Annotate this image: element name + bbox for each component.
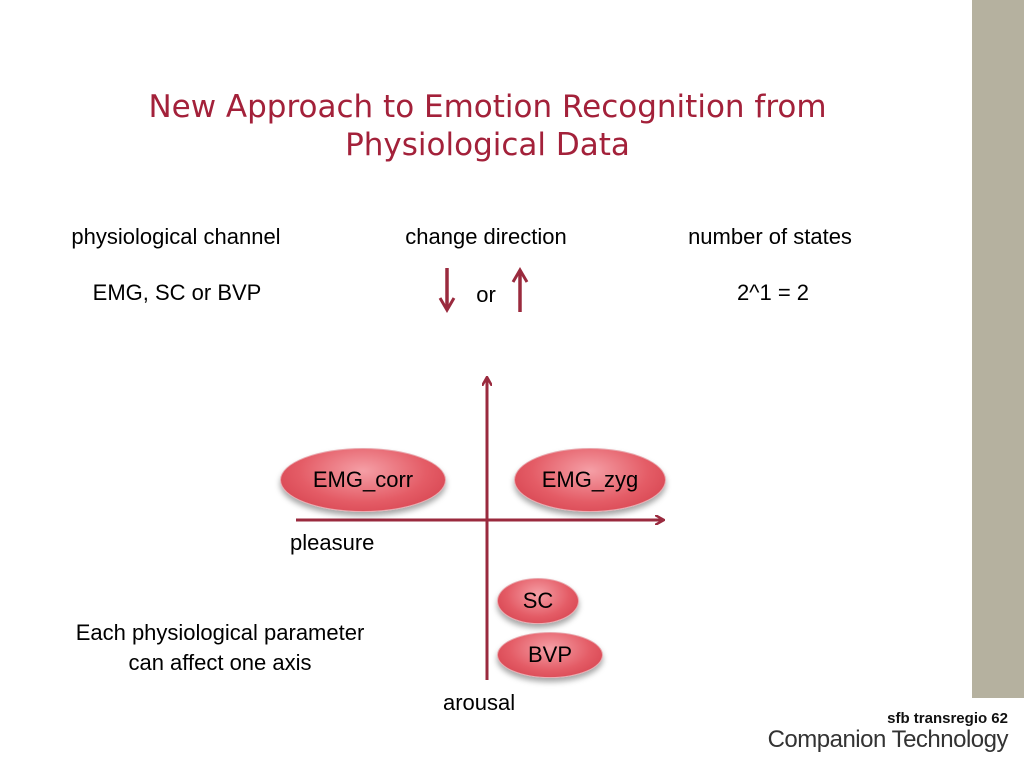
caption-line-1: Each physiological parameter [75, 620, 365, 645]
caption: Each physiological parameter can affect … [40, 618, 400, 678]
slide-title: New Approach to Emotion Recognition from… [90, 88, 885, 164]
header-physiological-channel: physiological channel [71, 224, 281, 249]
up-arrow-icon [511, 267, 529, 312]
brand-sfb: sfb transregio 62 [887, 710, 1008, 727]
node-sc: SC [497, 578, 579, 624]
title-line-1: New Approach to Emotion Recognition from [148, 89, 827, 125]
header-number-of-states: number of states [688, 224, 852, 249]
side-bar [972, 0, 1024, 698]
y-axis-label: arousal [443, 690, 516, 715]
header-change-direction: change direction [405, 224, 567, 249]
node-emg-corr: EMG_corr [280, 448, 446, 512]
down-arrow-icon [438, 268, 456, 313]
states-value: 2^1 = 2 [736, 280, 810, 305]
channel-value: EMG, SC or BVP [92, 280, 262, 305]
title-line-2: Physiological Data [345, 127, 630, 163]
direction-connector: or [476, 282, 496, 307]
x-axis-label: pleasure [290, 530, 375, 555]
node-emg-zyg: EMG_zyg [514, 448, 666, 512]
caption-line-2: can affect one axis [128, 650, 312, 675]
node-bvp: BVP [497, 632, 603, 678]
brand-companion-technology: Companion Technology [767, 726, 1009, 753]
